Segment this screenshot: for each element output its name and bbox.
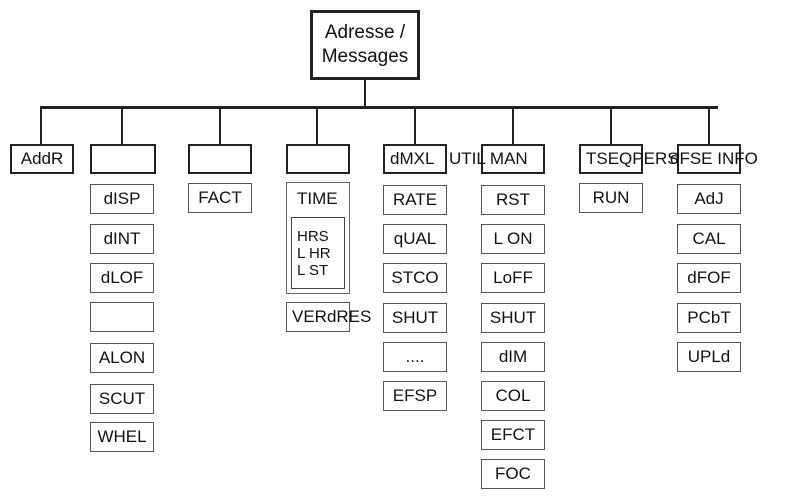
- col4-item-qual: qUAL: [383, 224, 447, 254]
- col7-item-cal: CAL: [677, 224, 741, 254]
- col1-item-dint: dINT: [90, 224, 154, 254]
- connector-col3: [316, 106, 318, 144]
- col1-item-scut: SCUT: [90, 384, 154, 414]
- connector-col6: [610, 106, 612, 144]
- col3-time-sub-hrs: HRS: [297, 227, 329, 245]
- col5-item-dim: dIM: [481, 342, 545, 372]
- col7-item-upld: UPLd: [677, 342, 741, 372]
- col7-item-dfof: dFOF: [677, 263, 741, 293]
- col7-item-pcbt: PCbT: [677, 303, 741, 333]
- root-node: Adresse / Messages: [310, 10, 420, 80]
- col4-item-shut: SHUT: [383, 303, 447, 333]
- col5-item-efct: EFCT: [481, 420, 545, 450]
- col1-item-whel: WHEL: [90, 422, 154, 452]
- col5-item-lon: L ON: [481, 224, 545, 254]
- col3-time-group: TIME HRS L HR L ST: [286, 182, 350, 294]
- col5-item-loff: LoFF: [481, 263, 545, 293]
- connector-col2: [219, 106, 221, 144]
- col3-header: [286, 144, 350, 174]
- connector-col4: [414, 106, 416, 144]
- col1-item-dlof: dLOF: [90, 263, 154, 293]
- col3-item-verdres: VERdRES: [286, 302, 371, 332]
- col3-time-label: TIME: [297, 189, 338, 208]
- col7-item-adj: AdJ: [677, 184, 741, 214]
- root-line1: Adresse /: [324, 22, 406, 43]
- col5-header: UTIL MAN: [449, 149, 528, 168]
- col4-item-efsp: EFSP: [383, 381, 447, 411]
- connector-col1: [121, 106, 123, 144]
- col3-time-sub-box: HRS L HR L ST: [291, 217, 345, 289]
- root-line2: Messages: [321, 46, 409, 67]
- col2-header: [188, 144, 252, 174]
- col4-header: dMXL: [383, 144, 447, 174]
- connector-horizontal-bus: [40, 106, 718, 109]
- col4-item-ellipsis: ....: [383, 342, 447, 372]
- col5-item-rst: RST: [481, 185, 545, 215]
- col4-item-rate: RATE: [383, 185, 447, 215]
- connector-root-down: [364, 80, 366, 107]
- col1-item-empty: [90, 302, 154, 332]
- col5-header-box: [481, 144, 545, 174]
- col3-time-sub-lst: L ST: [297, 261, 329, 279]
- connector-col7: [708, 106, 710, 144]
- col5-item-col: COL: [481, 381, 545, 411]
- col1-item-alon: ALON: [90, 343, 154, 373]
- col7-header-box: [677, 144, 741, 174]
- connector-addr: [40, 106, 42, 144]
- col5-item-foc: FOC: [481, 459, 545, 489]
- connector-col5: [512, 106, 514, 144]
- col2-item-fact: FACT: [188, 183, 252, 213]
- col6-header: TSEQPERS: [579, 144, 679, 174]
- col4-item-stco: STCO: [383, 263, 447, 293]
- col1-item-disp: dISP: [90, 184, 154, 214]
- node-addr: AddR: [10, 144, 74, 174]
- col1-header: [90, 144, 156, 174]
- col5-item-shut: SHUT: [481, 303, 545, 333]
- col3-time-sub-lhr: L HR: [297, 244, 331, 262]
- col6-item-run: RUN: [579, 183, 643, 213]
- col7-header: dFSE INFO: [670, 149, 758, 168]
